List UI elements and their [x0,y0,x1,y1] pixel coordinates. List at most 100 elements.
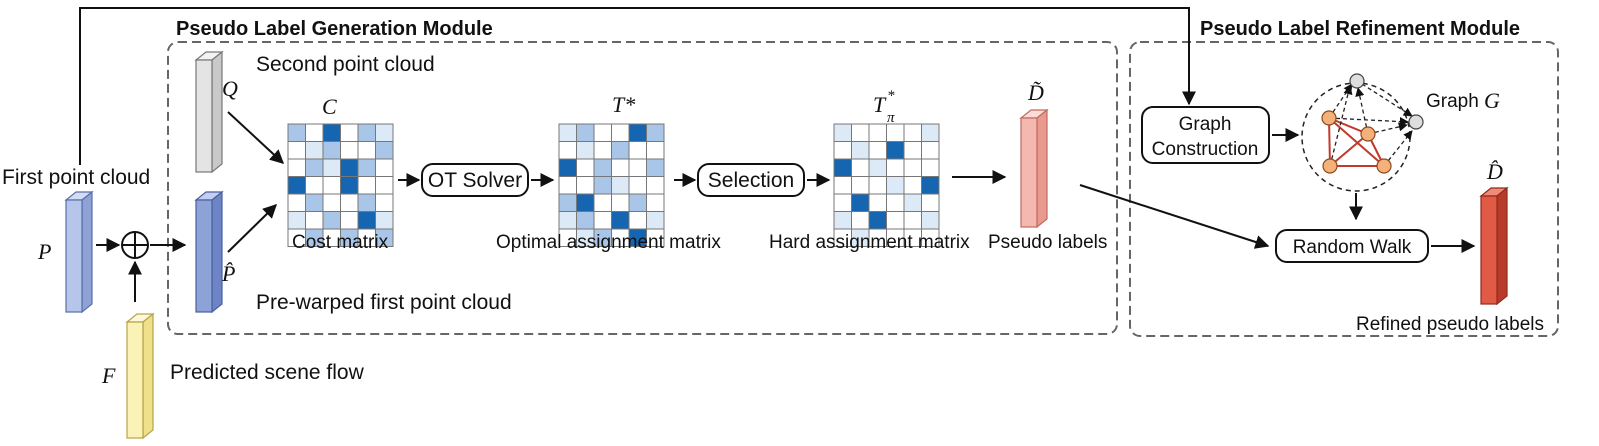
matrix-cell [886,193,905,212]
matrix-cell [576,141,595,160]
matrix-cell [868,141,887,160]
graph-symbol: G [1484,88,1500,113]
matrix-cell [903,176,922,195]
selection-label: Selection [708,169,794,192]
matrix-cell [851,211,870,230]
matrix-cell [287,211,306,230]
p-bar [64,190,94,314]
arrow-phat-to-cost [227,204,278,253]
matrix-cell [628,193,647,212]
matrix-cell [833,141,852,160]
matrix-cell [833,123,852,142]
matrix-cell [593,193,612,212]
graph-construction-line2: Construction [1152,139,1259,160]
graph-g [1301,73,1424,192]
matrix-cell [593,158,612,177]
predicted-scene-flow-label: Predicted scene flow [170,361,365,384]
matrix-cell [340,211,359,230]
matrix-cell [593,176,612,195]
matrix-cell [833,211,852,230]
matrix-cell [628,176,647,195]
matrix-cell [340,123,359,142]
matrix-cell [903,123,922,142]
matrix-cell [833,176,852,195]
matrix-cell [322,211,341,230]
matrix-cell [287,158,306,177]
matrix-cell [921,141,940,160]
pseudo-labels-label: Pseudo labels [988,232,1107,253]
hard-symbol: T π * [873,88,895,126]
random-walk-box [1275,229,1429,263]
matrix-cell [322,141,341,160]
arrow-pseudo-to-random-walk [1079,184,1270,249]
ot-solver-label: OT Solver [428,169,522,192]
refinement-module-frame [1129,41,1559,337]
matrix-cell [646,123,665,142]
matrix-cell [628,141,647,160]
matrix-cell [868,176,887,195]
matrix-cell [340,176,359,195]
cost-symbol: C [322,94,337,119]
matrix-cell [558,141,577,160]
matrix-cell [576,176,595,195]
matrix-cell [322,158,341,177]
pre-warped-label: Pre-warped first point cloud [256,291,512,314]
matrix-cell [357,211,376,230]
matrix-cell [357,176,376,195]
matrix-cell [851,141,870,160]
graph-label: Graph [1426,91,1479,112]
matrix-cell [287,123,306,142]
matrix-cell [305,176,324,195]
matrix-cell [322,123,341,142]
matrix-cell [305,211,324,230]
svg-text:*: * [887,88,895,104]
second-point-cloud-label: Second point cloud [256,53,435,76]
f-bar [125,312,155,440]
optimal-matrix-label: Optimal assignment matrix [496,232,721,253]
matrix-cell [305,123,324,142]
matrix-cell [611,193,630,212]
matrix-cell [921,176,940,195]
matrix-cell [357,123,376,142]
matrix-cell [851,123,870,142]
matrix-cell [903,141,922,160]
matrix-cell [628,211,647,230]
matrix-cell [628,123,647,142]
matrix-cell [558,211,577,230]
matrix-cell [340,141,359,160]
matrix-cell [357,158,376,177]
matrix-cell [357,193,376,212]
matrix-cell [886,141,905,160]
matrix-cell [305,193,324,212]
matrix-cell [868,158,887,177]
matrix-cell [558,123,577,142]
q-bar [194,50,224,174]
matrix-cell [305,141,324,160]
feedback-connector [79,7,1196,165]
matrix-cell [851,158,870,177]
matrix-cell [340,193,359,212]
optimal-assignment-matrix [558,123,665,247]
matrix-cell [305,158,324,177]
matrix-cell [593,141,612,160]
matrix-cell [886,158,905,177]
matrix-cell [375,141,394,160]
matrix-cell [558,193,577,212]
matrix-cell [611,176,630,195]
matrix-cell [833,193,852,212]
graph-construction-box [1141,106,1270,164]
q-symbol: Q [222,76,238,101]
matrix-cell [611,123,630,142]
matrix-cell [903,211,922,230]
p-symbol: P [37,239,51,264]
matrix-cell [903,193,922,212]
matrix-cell [921,211,940,230]
matrix-cell [921,193,940,212]
matrix-cell [851,193,870,212]
matrix-cell [886,176,905,195]
matrix-cell [375,228,394,247]
matrix-cell [375,193,394,212]
matrix-cell [868,211,887,230]
matrix-cell [886,211,905,230]
